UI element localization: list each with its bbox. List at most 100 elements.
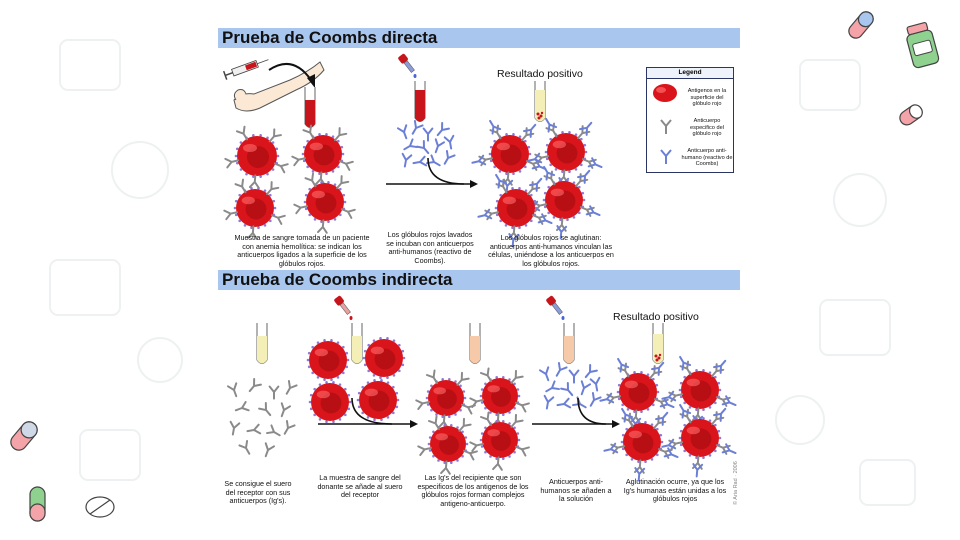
indirect-caption-3: Las Ig's del recipiente que son especifi… <box>417 473 529 508</box>
antibody-blue-legend-icon <box>660 149 672 164</box>
legend-item-antigen: Antigenos en la superficie del glóbulo r… <box>687 88 727 108</box>
antibody-icon <box>515 445 530 457</box>
antibody-icon <box>599 392 615 404</box>
recipient-antibodies <box>226 377 298 458</box>
antibody-icon <box>579 121 593 136</box>
antibody-icon <box>246 423 262 435</box>
antibody-icon <box>543 165 556 181</box>
antibody-icon <box>589 392 602 407</box>
antibody-icon <box>436 121 450 137</box>
antigen-legend-icon <box>653 84 677 102</box>
antibody-icon <box>469 441 485 452</box>
antibody-icon <box>428 415 441 431</box>
test-tube-icon <box>256 323 268 364</box>
antibody-icon <box>417 445 433 456</box>
indirect-result-label: Resultado positivo <box>613 311 699 323</box>
antibody-icon <box>713 407 727 422</box>
indirect-test-title: Prueba de Coombs indirecta <box>218 270 740 290</box>
antibody-icon <box>440 460 451 475</box>
antibody-icon <box>340 208 356 219</box>
donor-rbc <box>306 337 406 423</box>
antibody-icon <box>248 377 262 393</box>
antibody-icon <box>234 178 247 194</box>
antibody-icon <box>238 440 251 455</box>
antibody-icon <box>229 420 241 436</box>
red-blood-cell <box>620 421 664 463</box>
syringe-icon <box>222 59 269 80</box>
antibody-icon <box>315 171 326 186</box>
legend: Legend Antigenos en la superficie del gl… <box>646 67 734 173</box>
medicine-bottle-icon <box>906 22 940 69</box>
dropper-icon <box>398 53 417 78</box>
antibody-icon <box>336 175 350 190</box>
antibody-icon <box>266 181 280 196</box>
antibody-icon <box>545 380 560 393</box>
antibody-icon <box>469 397 485 408</box>
antibody-icon <box>234 400 250 412</box>
red-blood-cell <box>233 187 277 229</box>
antibody-icon <box>560 381 574 397</box>
red-blood-cell <box>306 339 350 381</box>
test-tube-icon <box>351 323 363 364</box>
antibody-icon <box>480 367 493 383</box>
antibody-icon <box>555 362 568 377</box>
pill-capsule-icon <box>899 104 923 126</box>
test-tube-icon <box>652 323 664 364</box>
antibody-icon <box>223 209 239 221</box>
antibody-icon <box>510 413 524 428</box>
antibody-icon <box>585 205 601 217</box>
antibody-icon <box>721 443 737 455</box>
antibody-icon <box>661 390 677 402</box>
process-arrow <box>386 157 478 188</box>
antibody-icon <box>543 394 555 410</box>
antibody-icon <box>304 172 317 188</box>
antibody-icon <box>529 177 543 192</box>
antibody-icon <box>248 174 260 189</box>
red-blood-cell <box>362 337 406 379</box>
antibody-icon <box>568 369 580 384</box>
antibody-icon <box>396 124 408 140</box>
antibody-icon <box>489 119 502 135</box>
pill-capsule-icon <box>29 486 46 522</box>
pill-capsule-icon <box>848 11 874 39</box>
antibody-icon <box>495 173 508 189</box>
antibody-icon <box>456 371 470 386</box>
antibody-icon <box>477 208 493 220</box>
process-arrow <box>532 397 620 428</box>
indirect-caption-1: Se consigue el suero del receptor con su… <box>224 479 292 506</box>
antibody-icon <box>538 366 550 382</box>
antibody-icon <box>411 120 424 135</box>
antibody-icon <box>508 233 520 248</box>
indirect-caption-2: La muestra de sangre del donante se añad… <box>317 473 403 500</box>
antibody-icon <box>655 411 669 426</box>
antibody-icon <box>422 127 434 142</box>
arm-icon <box>233 61 325 112</box>
antibody-icon <box>224 157 240 169</box>
antibody-icon <box>713 359 727 374</box>
red-blood-cell <box>479 419 521 461</box>
antibody-icon <box>443 134 455 150</box>
antibody-icon <box>283 420 296 435</box>
antibody-icon <box>663 447 679 459</box>
rbc-agglutinated <box>471 117 603 248</box>
test-tube-icon <box>563 323 575 364</box>
red-blood-cell <box>356 379 400 421</box>
antibody-icon <box>334 127 348 142</box>
direct-result-label: Resultado positivo <box>497 68 583 80</box>
antibody-icon <box>416 139 430 155</box>
antibody-icon <box>270 214 286 225</box>
antibody-icon <box>412 155 428 167</box>
direct-caption-3: Los glóbulos rojos se aglutinan: anticue… <box>488 233 614 268</box>
antibody-icon <box>266 424 281 437</box>
antibody-icon <box>258 401 272 417</box>
legend-item-antibody: Anticuerpo especifico del glóbulo rojo <box>690 118 724 138</box>
antibody-icon <box>285 380 298 395</box>
antibody-icon <box>634 467 646 482</box>
antibody-icon <box>721 395 737 407</box>
antibody-icon <box>515 401 530 413</box>
antibody-icon <box>302 124 315 140</box>
antibody-icon <box>226 382 238 398</box>
antibody-icon <box>443 150 456 165</box>
direct-test-title: Prueba de Coombs directa <box>218 28 740 48</box>
antibody-icon <box>434 138 446 154</box>
